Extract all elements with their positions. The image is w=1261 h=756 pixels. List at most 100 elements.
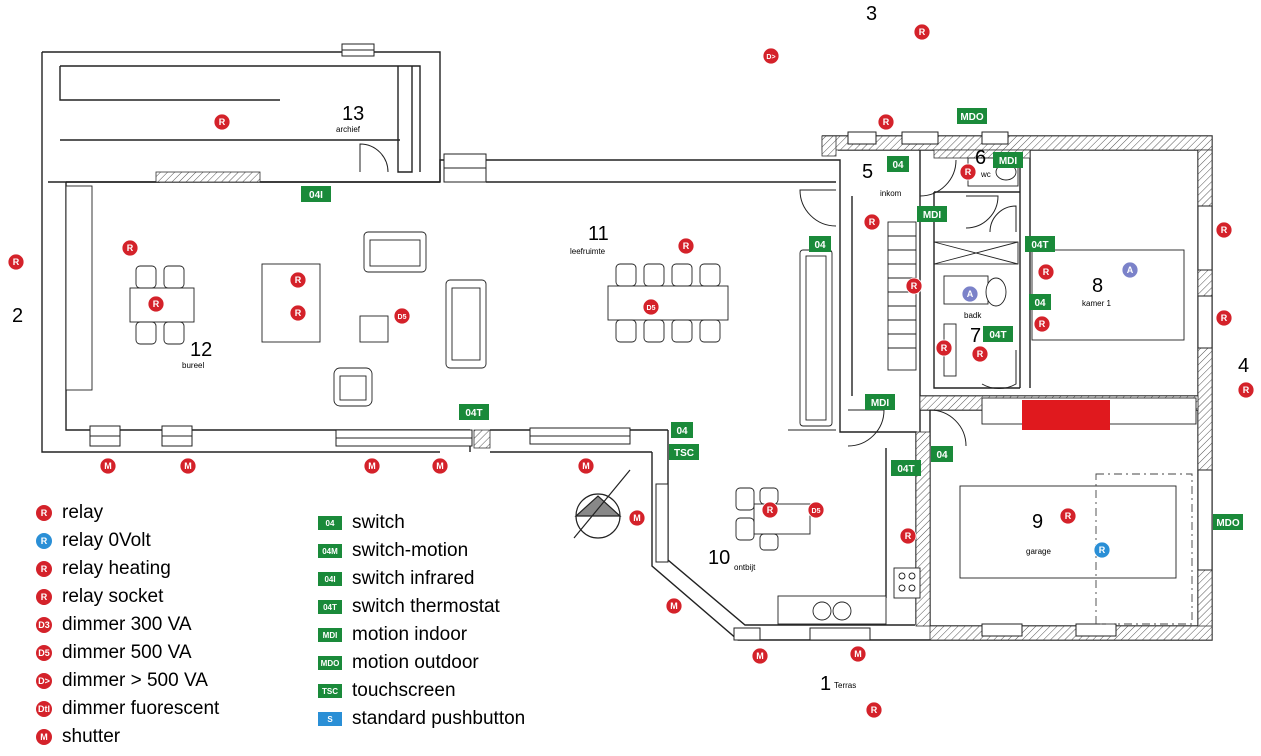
d3-icon: D3	[36, 617, 52, 633]
svg-text:R: R	[1243, 385, 1250, 395]
room-11-name: leefruimte	[570, 247, 606, 256]
s04i-switch-tag: 04I	[301, 186, 331, 202]
relay_0volt-marker: R	[1093, 541, 1111, 559]
svg-text:R: R	[1221, 225, 1228, 235]
legend-label: switch thermostat	[352, 596, 500, 617]
relay-marker: R	[959, 163, 977, 181]
legend-label: motion indoor	[352, 624, 468, 645]
legend-label: shutter	[62, 726, 121, 747]
svg-text:04T: 04T	[465, 408, 482, 419]
tsc-icon: TSC	[318, 684, 342, 698]
svg-text:R: R	[295, 308, 302, 318]
doors	[359, 143, 1017, 447]
svg-text:R: R	[127, 243, 134, 253]
room-7-name: badk	[964, 311, 982, 320]
relay-marker: R	[913, 23, 931, 41]
room-7-num: 7	[970, 325, 981, 347]
s04-switch-tag: 04	[809, 236, 831, 252]
svg-text:04: 04	[936, 450, 948, 461]
svg-text:04T: 04T	[897, 464, 914, 475]
windows	[89, 43, 1213, 641]
relayheat-icon: R	[36, 561, 52, 577]
relay-marker: R	[761, 501, 779, 519]
svg-text:04: 04	[1034, 298, 1046, 309]
svg-text:M: M	[368, 461, 376, 471]
svg-text:R: R	[965, 167, 972, 177]
legend-label: switch-motion	[352, 540, 469, 561]
relay-marker: R	[863, 213, 881, 231]
s04-switch-tag: 04	[931, 446, 953, 462]
room-8-num: 8	[1092, 275, 1103, 297]
svg-text:R: R	[941, 343, 948, 353]
room-6-name: wc	[980, 170, 991, 179]
svg-text:D5: D5	[647, 305, 656, 312]
svg-text:R: R	[871, 705, 878, 715]
relay-marker: R	[877, 113, 895, 131]
room-labels: 1 Terras 2 3 4 5 inkom 6 wc 7 badk 8 kam…	[12, 3, 1249, 695]
swm-icon: 04M	[318, 544, 342, 558]
legend-item-dfl: Dtl dimmer fuorescent	[36, 696, 219, 722]
s04-switch-tag: 04	[671, 422, 693, 438]
room-13-num: 13	[342, 103, 364, 125]
relay-marker: R	[121, 239, 139, 257]
shutter-marker: M	[628, 509, 646, 527]
svg-text:M: M	[436, 461, 444, 471]
svg-text:M: M	[670, 601, 678, 611]
room-2-num: 2	[12, 305, 23, 327]
relay-marker: R	[865, 701, 883, 719]
relay-marker: R	[935, 339, 953, 357]
svg-text:R: R	[911, 281, 918, 291]
room-3-num: 3	[866, 3, 877, 25]
svg-text:TSC: TSC	[674, 448, 694, 459]
pb-icon: S	[318, 712, 342, 726]
svg-text:R: R	[683, 241, 690, 251]
relay-marker: R	[1237, 381, 1255, 399]
dfl-icon: Dtl	[36, 701, 52, 717]
room-10-name: ontbijt	[734, 563, 756, 572]
shutter-marker: M	[431, 457, 449, 475]
furniture	[65, 157, 1197, 625]
room-9-num: 9	[1032, 511, 1043, 533]
relay-icon: R	[36, 505, 52, 521]
relay-marker: R	[677, 237, 695, 255]
room-5-name: inkom	[880, 189, 902, 198]
svg-text:R: R	[1099, 545, 1106, 555]
dimmer500-marker: D5	[642, 298, 660, 316]
room-12-num: 12	[190, 339, 212, 361]
svg-text:M: M	[184, 461, 192, 471]
legend-label: dimmer fuorescent	[62, 698, 220, 719]
svg-text:R: R	[1043, 267, 1050, 277]
legend-label: switch infrared	[352, 568, 475, 589]
shutter-marker: M	[99, 457, 117, 475]
relay-marker: R	[7, 253, 25, 271]
s04t-switch-tag: 04T	[983, 326, 1013, 342]
svg-text:D>: D>	[766, 54, 775, 61]
s04t-switch-tag: 04T	[1025, 236, 1055, 252]
compass-icon	[573, 469, 631, 539]
svg-text:04T: 04T	[989, 330, 1006, 341]
svg-text:04T: 04T	[1031, 240, 1048, 251]
svg-text:R: R	[869, 217, 876, 227]
legend-label: motion outdoor	[352, 652, 479, 673]
tsc-switch-tag: TSC	[669, 444, 699, 460]
svg-text:M: M	[854, 649, 862, 659]
relay-marker: R	[213, 113, 231, 131]
svg-text:04: 04	[892, 160, 904, 171]
svg-text:D5: D5	[812, 508, 821, 515]
mdi-switch-tag: MDI	[993, 152, 1023, 168]
relay-marker: R	[289, 304, 307, 322]
svg-text:A: A	[967, 289, 974, 299]
